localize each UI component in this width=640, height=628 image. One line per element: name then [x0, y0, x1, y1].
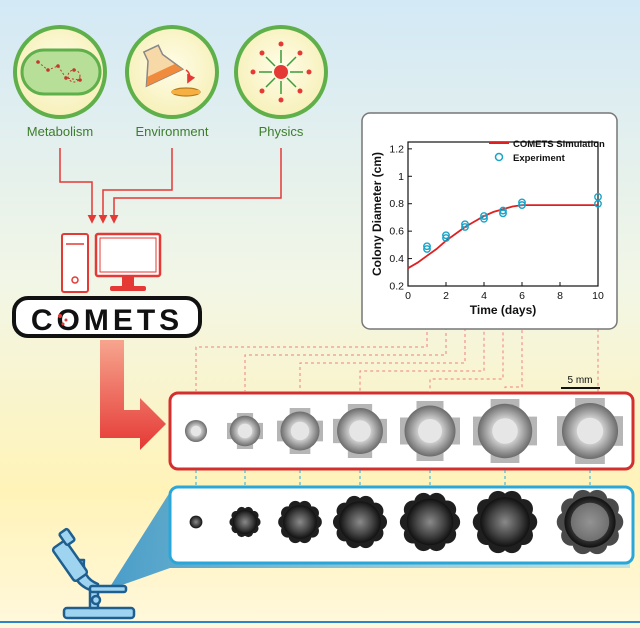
metabolism-node: Metabolism [13, 25, 107, 139]
chart-legend: COMETS Simulation Experiment [489, 139, 605, 164]
experiment-colonies [189, 489, 624, 555]
experiment-colony-day-2 [229, 506, 261, 538]
logo-dots-icon [58, 314, 68, 326]
x-tick-label: 8 [557, 290, 563, 302]
experiment-point [423, 242, 431, 251]
logo-text: COMETS [31, 304, 183, 337]
chart-panel [361, 112, 618, 330]
y-tick-label: 1 [398, 171, 404, 183]
comets-logo: COMETS [12, 296, 202, 338]
metabolism-label: Metabolism [27, 124, 93, 139]
simulation-colony-day-6 [473, 399, 537, 463]
legend-experiment-label: Experiment [513, 153, 566, 164]
computer-icon [61, 232, 162, 293]
y-tick-label: 1.2 [389, 143, 404, 155]
simulation-colony-day-1 [184, 419, 208, 443]
y-axis-label: Colony Diameter (cm) [370, 152, 384, 276]
microscope-beam [108, 492, 630, 590]
y-tick-label: 0.2 [389, 281, 404, 293]
y-tick-label: 0.6 [389, 226, 404, 238]
bacterium-network-icon [20, 48, 102, 96]
environment-arrow [98, 148, 173, 224]
simulation-colony-day-4 [333, 404, 387, 458]
physics-node: Physics [234, 25, 328, 139]
microscope-icon [51, 527, 136, 620]
experiment-colony-day-6 [472, 490, 538, 554]
legend-experiment-swatch [494, 152, 504, 162]
series-line-comets-simulation [407, 204, 598, 269]
environment-label: Environment [136, 124, 209, 139]
physics-label: Physics [259, 124, 304, 139]
experiment-point [518, 198, 526, 207]
x-tick-label: 10 [592, 290, 604, 302]
simulation-colony-day-5 [400, 401, 460, 461]
experiment-colony-day-4 [332, 495, 388, 549]
scale-bar-label: 5 mm [568, 375, 593, 386]
x-axis-label: Time (days) [470, 303, 536, 317]
colony-diameter-chart: 0 2 4 6 8 10 0.2 0.4 0.6 0.8 1 1.2 Time (days) Col… [370, 139, 605, 317]
experiment-point [461, 220, 469, 229]
simulation-colonies [184, 398, 623, 464]
physics-arrow [109, 148, 282, 224]
x-tick-label: 2 [443, 290, 449, 302]
experiment-colony-day-1 [189, 515, 203, 529]
y-tick-label: 0.8 [389, 198, 404, 210]
experiment-point [594, 192, 602, 201]
x-tick-label: 4 [481, 290, 487, 302]
x-tick-label: 6 [519, 290, 525, 302]
experiment-point [423, 245, 431, 253]
experiment-point [461, 223, 469, 231]
experiment-point [480, 214, 488, 223]
scale-bar: 5 mm [561, 375, 600, 389]
flask-petri-dish-icon [142, 44, 201, 97]
input-connectors [59, 148, 282, 224]
simulation-colony-day-3 [277, 408, 323, 454]
experiment-point [442, 231, 450, 240]
experiment-colony-day-3 [278, 500, 322, 544]
legend-simulation-label: COMETS Simulation [513, 139, 605, 150]
experiment-point [499, 209, 507, 218]
experiment-colony-day-10 [556, 489, 624, 555]
simulation-colony-day-10 [557, 398, 623, 464]
environment-node: Environment [125, 25, 219, 139]
simulation-colony-day-2 [227, 413, 263, 449]
experiment-point [518, 201, 526, 209]
diffusion-arrows-icon [250, 41, 312, 103]
experiment-point [480, 212, 488, 220]
y-tick-label: 0.4 [389, 253, 404, 265]
x-tick-label: 0 [405, 290, 411, 302]
metabolism-arrow [59, 148, 97, 224]
experiment-colony-day-5 [399, 492, 461, 552]
simulation-output-arrow [100, 340, 166, 450]
experiment-point [499, 206, 507, 215]
experiment-point [442, 234, 450, 242]
